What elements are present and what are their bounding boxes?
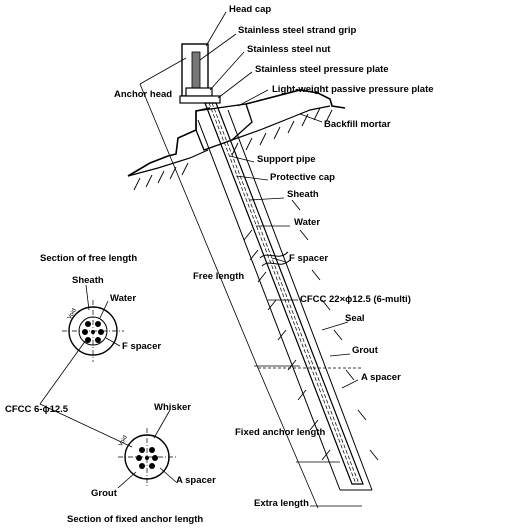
pressure-plate-shape bbox=[179, 95, 221, 104]
label-free-length: Free length bbox=[193, 271, 245, 282]
anchor-head-block bbox=[195, 103, 253, 151]
ground-slope bbox=[231, 105, 331, 141]
label-backfill-mortar: Backfill mortar bbox=[324, 119, 391, 130]
label-cfcc-small: CFCC 6-ϕ12.5 bbox=[5, 404, 69, 415]
label-fixed-anchor-length: Fixed anchor length bbox=[235, 427, 326, 438]
label-pressure-plate: Stainless steel pressure plate bbox=[255, 64, 389, 75]
ground-surface bbox=[127, 107, 211, 177]
fixed-section-title: Section of fixed anchor length bbox=[67, 514, 204, 525]
free-section-title: Section of free length bbox=[40, 253, 138, 264]
label-nut: Stainless steel nut bbox=[247, 44, 331, 55]
label-seal: Seal bbox=[345, 313, 365, 324]
label-head-cap: Head cap bbox=[229, 4, 272, 15]
strand-grip-shape bbox=[191, 51, 201, 93]
label-sheath: Sheath bbox=[287, 189, 319, 200]
label-anchor-head: Anchor head bbox=[114, 89, 173, 100]
free-label-water: Water bbox=[110, 293, 137, 304]
label-strand-grip: Stainless steel strand grip bbox=[238, 25, 357, 36]
leaders bbox=[199, 11, 359, 389]
borehole-left bbox=[197, 119, 341, 491]
fixed-section-strands bbox=[136, 447, 158, 469]
borehole-hatching bbox=[243, 199, 379, 461]
label-grout: Grout bbox=[352, 345, 378, 356]
borehole-right bbox=[227, 109, 373, 491]
label-extra-length: Extra length bbox=[254, 498, 309, 509]
ground-surface-right bbox=[245, 89, 346, 109]
tendon-strands bbox=[208, 102, 360, 485]
fixed-label-grout: Grout bbox=[91, 488, 117, 499]
dim-fixed-length bbox=[257, 367, 319, 509]
label-water: Water bbox=[294, 217, 321, 228]
fixed-section-leaders bbox=[117, 409, 177, 489]
label-a-spacer: A spacer bbox=[361, 372, 401, 383]
free-label-sheath: Sheath bbox=[72, 275, 104, 286]
label-passive-plate: Light-weight passive pressure plate bbox=[272, 84, 434, 95]
fixed-label-whisker: Whisker bbox=[154, 402, 191, 413]
free-section-leaders bbox=[39, 284, 133, 448]
ground-slope-lower bbox=[127, 149, 209, 177]
label-cfcc-multi: CFCC 22×ϕ12.5 (6-multi) bbox=[300, 294, 411, 305]
break-mark bbox=[259, 251, 291, 267]
dim-anchor-head bbox=[139, 57, 187, 85]
label-f-spacer: F spacer bbox=[289, 253, 329, 264]
free-label-f-spacer: F spacer bbox=[122, 341, 162, 352]
nut-shape bbox=[185, 87, 213, 97]
free-section-strands bbox=[82, 321, 104, 343]
fixed-label-a-spacer: A spacer bbox=[176, 475, 216, 486]
label-support-pipe: Support pipe bbox=[257, 154, 316, 165]
label-protective-cap: Protective cap bbox=[270, 172, 335, 183]
soil-hatching bbox=[133, 107, 333, 191]
dim-free-length bbox=[139, 83, 259, 369]
